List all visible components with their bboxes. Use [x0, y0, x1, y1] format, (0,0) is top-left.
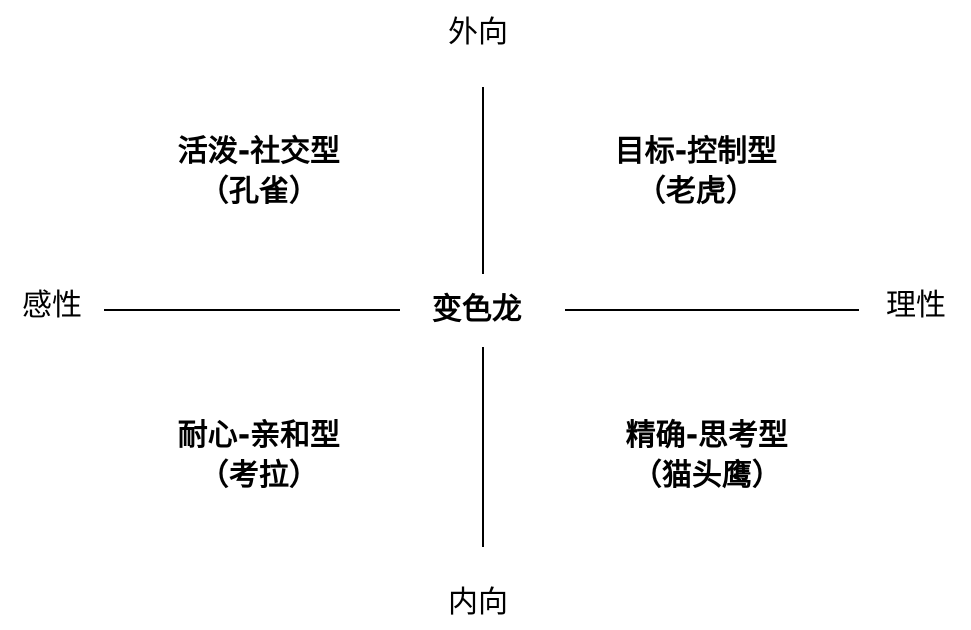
horizontal-axis-right	[565, 309, 859, 311]
horizontal-axis-left	[104, 309, 400, 311]
quadrant-top-right: 目标-控制型 （老虎）	[596, 132, 796, 212]
quadrant-type-label: 目标-控制型	[614, 134, 778, 169]
quadrant-animal-label: （老虎）	[636, 174, 756, 209]
vertical-axis-bottom	[482, 347, 484, 547]
quadrant-type-label: 活泼-社交型	[177, 134, 341, 169]
axis-label-bottom: 内向	[448, 585, 508, 620]
center-label: 变色龙	[432, 292, 522, 327]
axis-label-top: 外向	[448, 15, 508, 50]
quadrant-animal-label: （孔雀）	[199, 174, 319, 209]
vertical-axis-top	[482, 87, 484, 274]
quadrant-bottom-left: 耐心-亲和型 （考拉）	[159, 416, 359, 496]
quadrant-bottom-right: 精确-思考型 （猫头鹰）	[607, 416, 807, 496]
quadrant-animal-label: （猫头鹰）	[632, 458, 782, 493]
quadrant-top-left: 活泼-社交型 （孔雀）	[159, 132, 359, 212]
quadrant-type-label: 精确-思考型	[625, 418, 789, 453]
quadrant-type-label: 耐心-亲和型	[177, 418, 341, 453]
axis-label-left: 感性	[22, 288, 82, 323]
quadrant-animal-label: （考拉）	[199, 458, 319, 493]
axis-label-right: 理性	[886, 288, 946, 323]
